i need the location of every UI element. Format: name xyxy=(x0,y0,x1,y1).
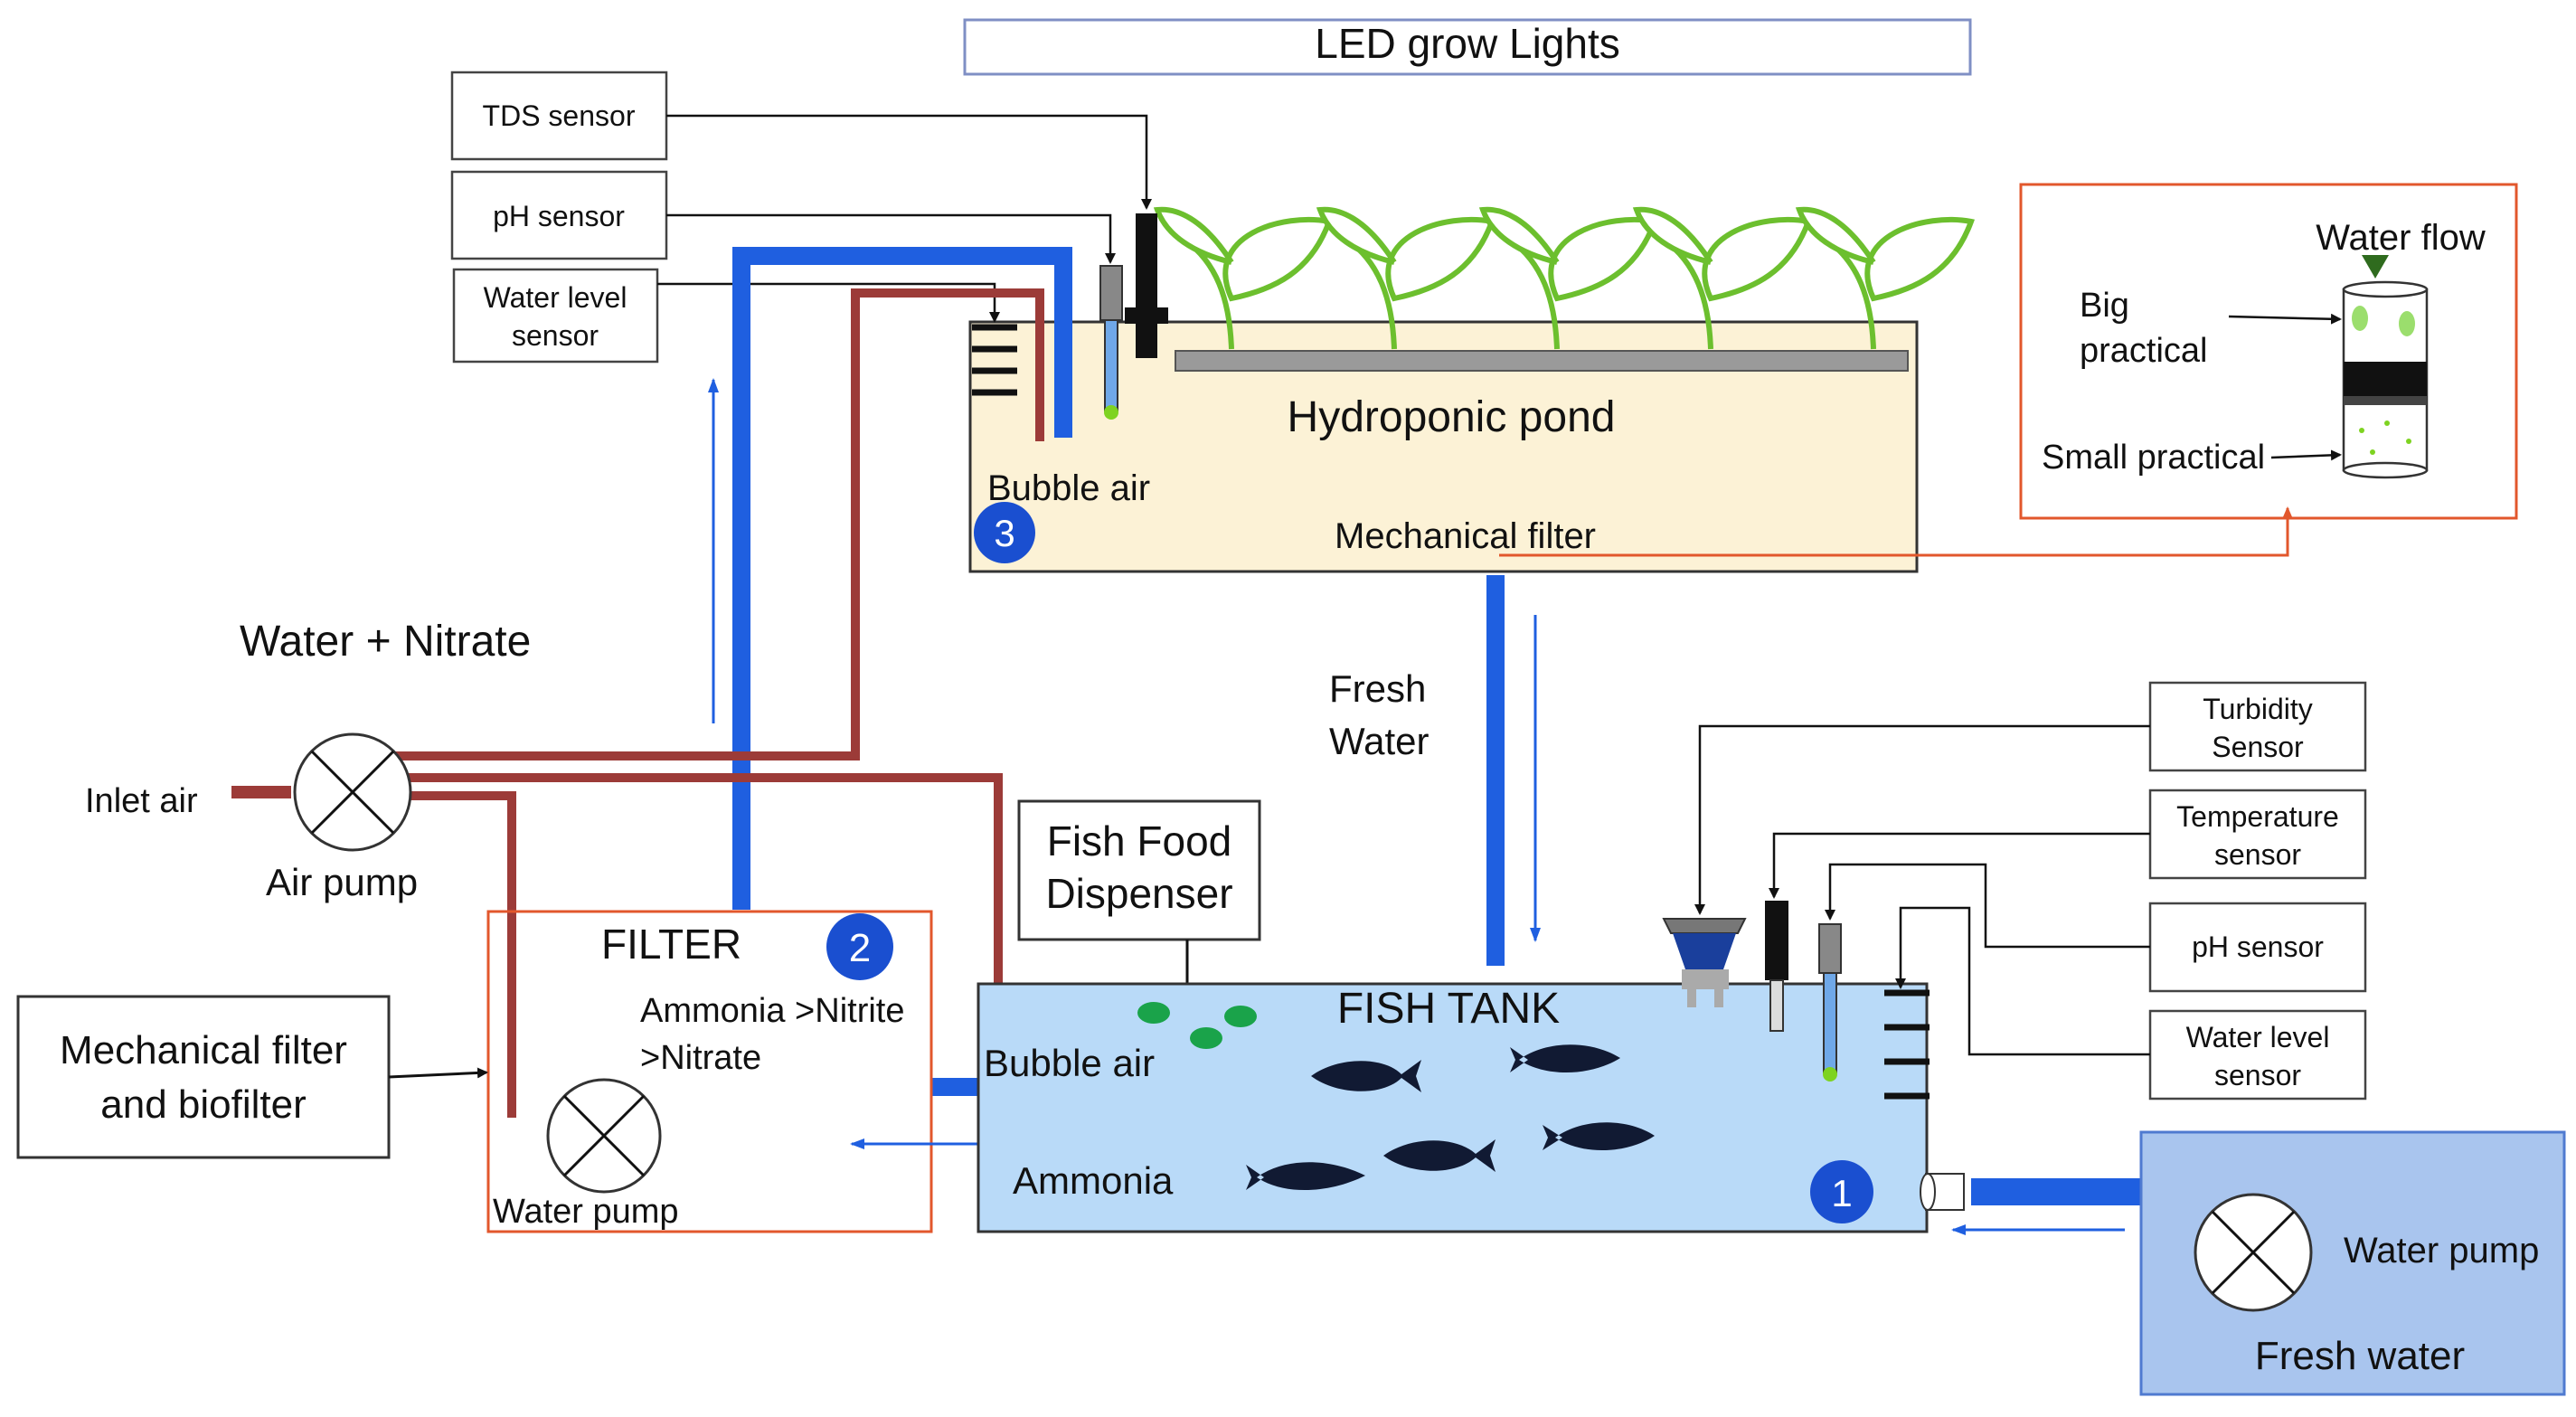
filter-water-pump-label: Water pump xyxy=(493,1193,679,1231)
water-level-tank-label-1: Water level xyxy=(2186,1021,2330,1053)
tank-inlet-valve xyxy=(1920,1173,1965,1211)
food-pellets xyxy=(1137,1002,1257,1049)
inset-pointer-line xyxy=(1499,506,2293,557)
inset-small: Small practical xyxy=(2042,439,2265,477)
tds-probe-cap xyxy=(1125,307,1168,324)
water-level-tank-label-2: sensor xyxy=(2214,1059,2301,1091)
ph-sensor-box-tank xyxy=(2148,902,2367,993)
fresh-water-label-2: Water xyxy=(1329,720,1429,762)
fish-food-box xyxy=(1017,799,1261,941)
mech-biofilter-box xyxy=(16,995,391,1159)
grow-tray xyxy=(1175,350,1909,372)
fish-tank-ammonia: Ammonia xyxy=(1013,1159,1174,1202)
filter-line-2: >Nitrate xyxy=(640,1039,761,1077)
inset-cylinder xyxy=(2342,280,2429,479)
ph-probe-tank-tip xyxy=(1823,1067,1837,1082)
tank-sensor-connectors xyxy=(1694,724,2150,1056)
air-pipes xyxy=(231,288,1044,1118)
ph-top-connector xyxy=(666,213,1116,264)
hydroponic-mechanical-filter: Mechanical filter xyxy=(1335,516,1596,556)
ph-probe-tank-body xyxy=(1823,972,1837,1073)
temperature-sensor-box xyxy=(2148,789,2367,880)
inset-water-flow: Water flow xyxy=(2316,218,2486,258)
fresh-water-reservoir-label: Fresh water xyxy=(2255,1334,2465,1378)
ph-probe-tank-head xyxy=(1818,923,1842,974)
water-pipes xyxy=(732,247,2141,1205)
fish-food-label-1: Fish Food xyxy=(1047,817,1232,864)
inset-filter-box xyxy=(2019,183,2518,520)
filter-line-1: Ammonia >Nitrite xyxy=(640,992,904,1030)
step-badge-1 xyxy=(1810,1160,1873,1223)
turbidity-label-2: Sensor xyxy=(2212,731,2304,763)
water-nitrate-label: Water + Nitrate xyxy=(240,618,531,666)
temperature-probe-body xyxy=(1769,979,1784,1032)
turbidity-label-1: Turbidity xyxy=(2203,693,2313,725)
filter-water-pump-icon xyxy=(546,1078,662,1194)
mech-biofilter-arrow xyxy=(388,1067,488,1079)
water-level-sensor-box-top xyxy=(452,268,659,364)
fresh-water-pump-icon xyxy=(2194,1193,2313,1312)
ph-probe-top-body xyxy=(1104,319,1118,411)
air-pump-label: Air pump xyxy=(266,861,418,903)
ph-sensor-tank-label: pH sensor xyxy=(2192,930,2324,963)
water-level-top-label-2: sensor xyxy=(512,319,599,352)
fish-tank xyxy=(977,982,1929,1233)
temperature-label-1: Temperature xyxy=(2176,800,2339,833)
ph-sensor-top-label: pH sensor xyxy=(493,200,625,232)
tds-sensor-box xyxy=(450,71,668,161)
water-level-top-gauge xyxy=(972,324,1017,396)
fresh-water-label-1: Fresh xyxy=(1329,667,1426,710)
led-lights-title: LED grow Lights xyxy=(1315,20,1620,67)
air-pump-icon xyxy=(293,732,412,852)
ph-probe-top-head xyxy=(1099,265,1123,321)
water-level-tank-gauge xyxy=(1884,989,1930,1100)
step-badge-3-label: 3 xyxy=(994,512,1014,554)
plants xyxy=(1153,206,1976,350)
fish-food-label-2: Dispenser xyxy=(1045,870,1232,917)
fish-tank-bubble-air: Bubble air xyxy=(984,1042,1155,1084)
step-badge-2-label: 2 xyxy=(849,926,871,970)
water-level-top-label-1: Water level xyxy=(484,281,627,314)
temperature-probe-head xyxy=(1765,901,1788,980)
step-badge-1-label: 1 xyxy=(1831,1172,1852,1214)
inlet-air-label: Inlet air xyxy=(85,782,198,820)
hydroponic-bubble-air: Bubble air xyxy=(987,468,1150,508)
inset-flow-arrow xyxy=(2362,255,2389,279)
hydroponic-title: Hydroponic pond xyxy=(1288,393,1616,441)
tds-sensor-label: TDS sensor xyxy=(483,99,636,132)
fresh-water-pump-label: Water pump xyxy=(2344,1231,2539,1271)
inset-big-2: practical xyxy=(2080,332,2208,370)
water-level-top-connector xyxy=(657,282,1000,323)
fish-group xyxy=(1246,1044,1655,1191)
turbidity-sensor-icon xyxy=(1662,918,1747,1007)
step-badge-3 xyxy=(974,502,1035,563)
inset-big-arrow xyxy=(2228,313,2342,325)
inset-small-arrow xyxy=(2270,449,2342,461)
inset-big-1: Big xyxy=(2080,287,2129,325)
filter-title: FILTER xyxy=(601,921,741,968)
tds-connector xyxy=(666,114,1152,210)
tds-probe xyxy=(1136,213,1157,358)
ph-probe-top-tip xyxy=(1104,405,1118,420)
mech-biofilter-label-2: and biofilter xyxy=(100,1082,306,1127)
led-lights-bar xyxy=(963,18,1972,76)
filter-box xyxy=(486,910,933,1233)
mech-biofilter-label-1: Mechanical filter xyxy=(60,1028,347,1072)
water-level-sensor-box-tank xyxy=(2148,1009,2367,1101)
fish-tank-title: FISH TANK xyxy=(1337,985,1560,1033)
temperature-label-2: sensor xyxy=(2214,838,2301,871)
step-badge-2 xyxy=(826,913,893,980)
